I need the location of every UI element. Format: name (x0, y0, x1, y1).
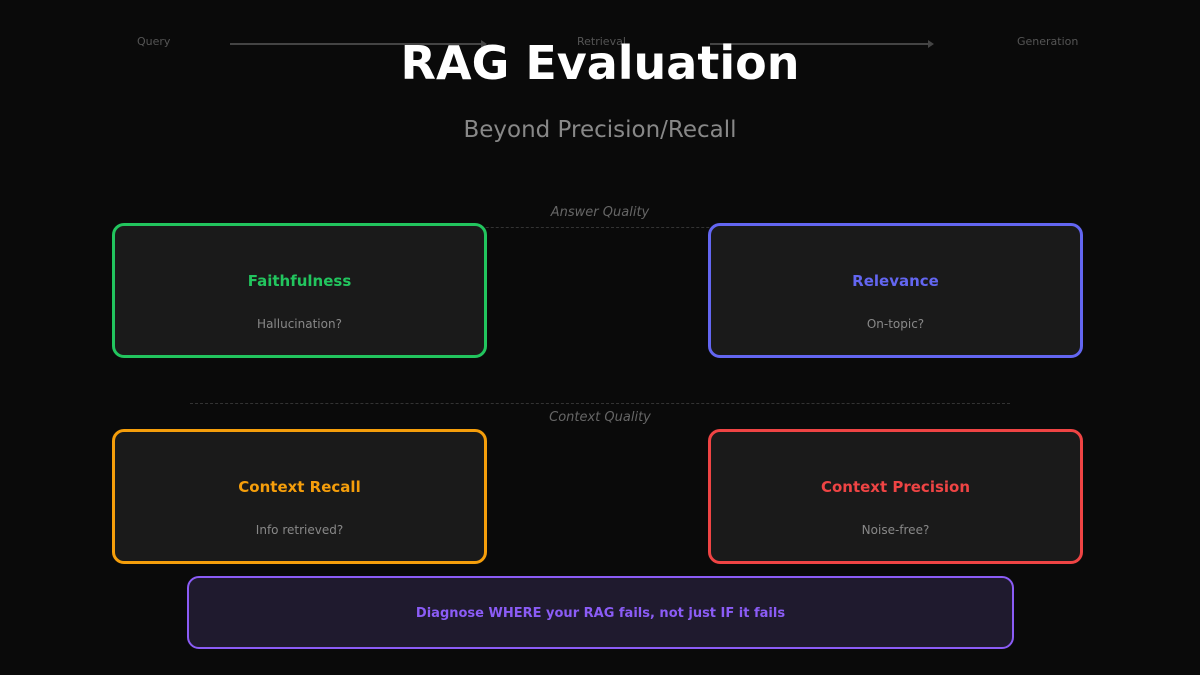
page-title: RAG Evaluation (400, 36, 800, 90)
flow-step-generation: Generation (1017, 35, 1079, 48)
takeaway-banner: Diagnose WHERE your RAG fails, not just … (187, 576, 1014, 649)
section-divider (190, 403, 1010, 404)
section-label-answer-quality: Answer Quality (550, 205, 650, 220)
flow-step-retrieval: Retrieval (577, 35, 626, 48)
section-divider (190, 227, 1010, 228)
flow-step-query: Query (137, 35, 171, 48)
card-title: Context Recall (238, 478, 361, 496)
card-subtitle: Hallucination? (257, 317, 342, 331)
section-label-context-quality: Context Quality (549, 410, 651, 425)
banner-text: Diagnose WHERE your RAG fails, not just … (415, 606, 786, 621)
card-subtitle: Noise-free? (861, 523, 930, 537)
card-context-recall: Context Recall Info retrieved? (112, 429, 487, 564)
card-subtitle: Info retrieved? (255, 523, 344, 537)
flow-arrow-icon (230, 40, 487, 48)
card-subtitle: On-topic? (866, 317, 925, 331)
card-relevance: Relevance On-topic? (708, 223, 1083, 358)
card-context-precision: Context Precision Noise-free? (708, 429, 1083, 564)
page-subtitle: Beyond Precision/Recall (463, 117, 737, 143)
card-title: Faithfulness (247, 272, 352, 290)
card-title: Relevance (852, 272, 939, 290)
card-faithfulness: Faithfulness Hallucination? (112, 223, 487, 358)
flow-arrow-icon (710, 40, 934, 48)
card-title: Context Precision (820, 478, 971, 496)
